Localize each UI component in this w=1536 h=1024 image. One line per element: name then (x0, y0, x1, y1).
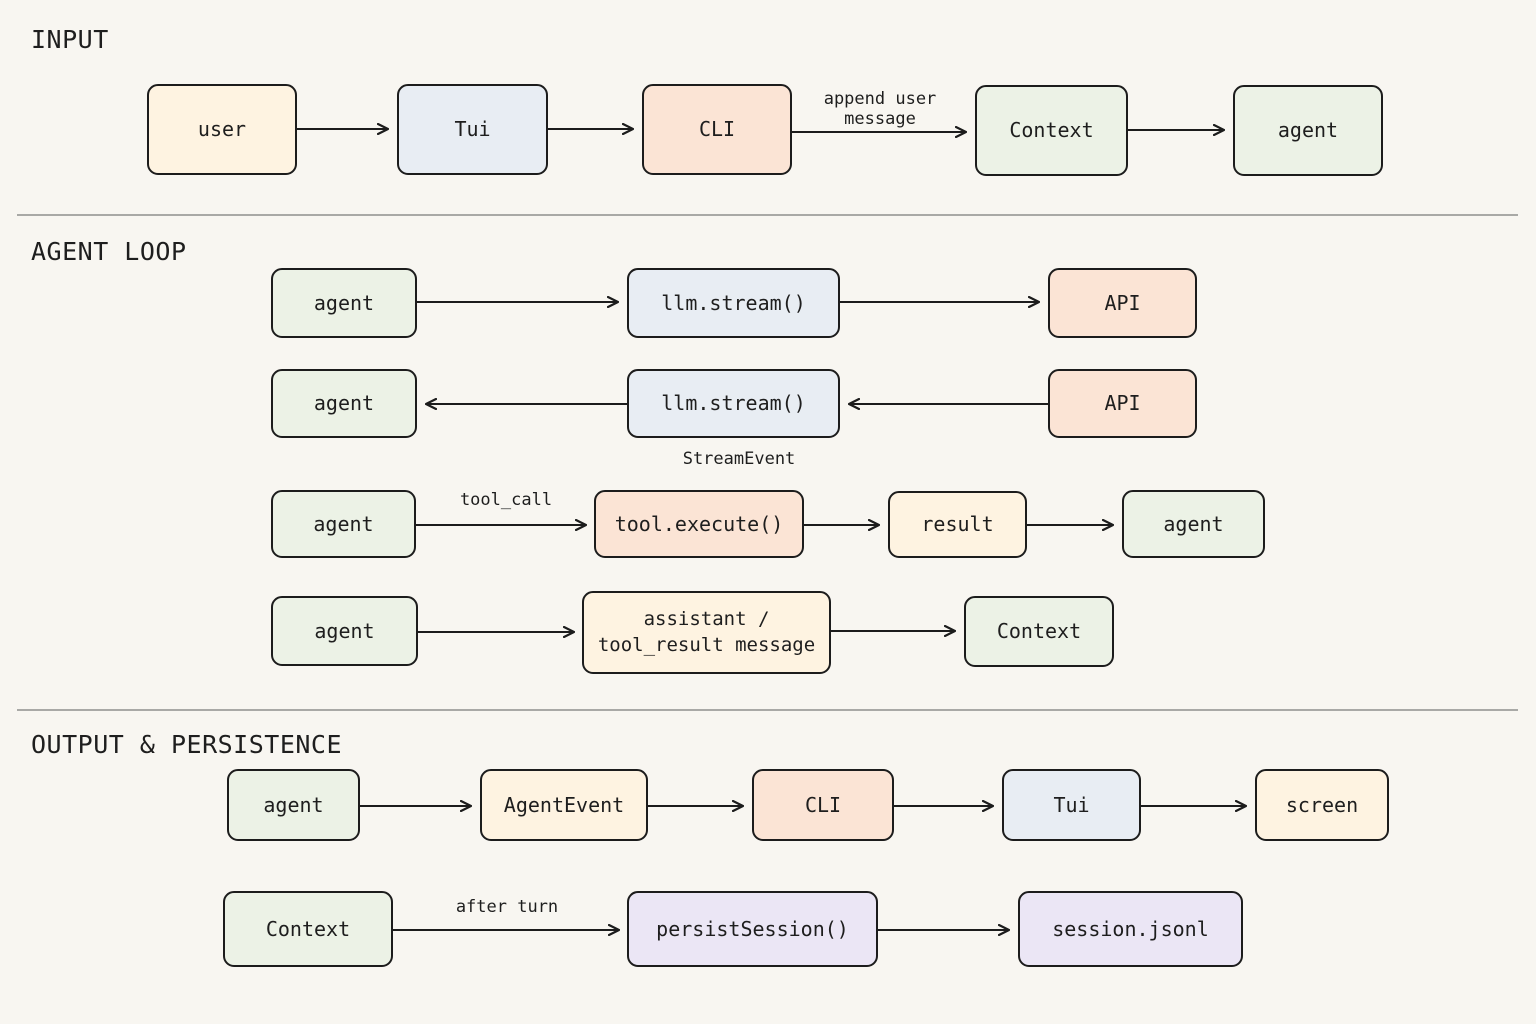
node-agent: agent (271, 490, 416, 558)
edge-label-append-user-message: append user message (823, 89, 937, 129)
node-tui: Tui (1002, 769, 1141, 841)
node-llm-stream: llm.stream() (627, 369, 840, 438)
node-session-jsonl: session.jsonl (1018, 891, 1243, 967)
section-divider (17, 214, 1518, 216)
section-title-agent-loop: AGENT LOOP (31, 237, 187, 266)
node-agent: agent (271, 369, 417, 438)
node-agent-event: AgentEvent (480, 769, 648, 841)
node-screen: screen (1255, 769, 1389, 841)
section-divider (17, 709, 1518, 711)
edge-label-stream-event: StreamEvent (682, 449, 796, 469)
node-context: Context (223, 891, 393, 967)
node-agent: agent (271, 596, 418, 666)
section-title-input: INPUT (31, 25, 109, 54)
node-agent: agent (271, 268, 417, 338)
node-api: API (1048, 369, 1197, 438)
node-llm-stream: llm.stream() (627, 268, 840, 338)
node-agent: agent (1233, 85, 1383, 176)
node-tui: Tui (397, 84, 548, 175)
node-agent: agent (1122, 490, 1265, 558)
node-context: Context (975, 85, 1128, 176)
node-cli: CLI (642, 84, 792, 175)
edge-label-after-turn: after turn (455, 897, 559, 917)
node-user: user (147, 84, 297, 175)
node-assistant-tool-result-message: assistant / tool_result message (582, 591, 831, 674)
node-api: API (1048, 268, 1197, 338)
node-tool-execute: tool.execute() (594, 490, 804, 558)
node-cli: CLI (752, 769, 894, 841)
node-agent: agent (227, 769, 360, 841)
edge-label-tool-call: tool_call (459, 490, 553, 510)
node-result: result (888, 491, 1027, 558)
node-persist-session: persistSession() (627, 891, 878, 967)
node-context: Context (964, 596, 1114, 667)
section-title-output-persistence: OUTPUT & PERSISTENCE (31, 730, 343, 759)
